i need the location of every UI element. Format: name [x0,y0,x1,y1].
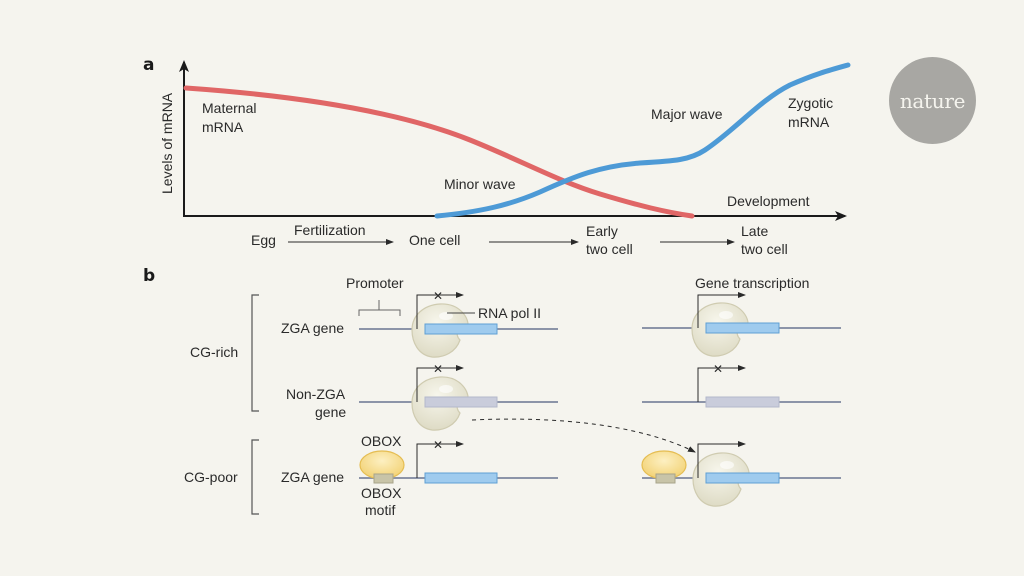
stage-late-two-cell-line2: two cell [741,241,788,257]
tss-arrow-active [697,441,746,478]
promoter-bracket [358,300,401,316]
y-axis-label: Levels of mRNA [159,92,175,194]
tss-arrow-blocked [697,365,746,402]
obox-motif-label-line1: OBOX [361,485,402,501]
zga-gene-label-2: ZGA gene [281,469,344,485]
gene-transcription-label: Gene transcription [695,275,809,291]
zygotic-mrna-curve [434,62,851,219]
cg-rich-bracket [251,294,259,412]
maternal-label-line2: mRNA [202,119,244,135]
zga-gene-block [424,323,498,335]
obox-motif [655,473,676,484]
tss-arrow-blocked [416,365,464,402]
non-zga-gene-block [424,396,498,408]
tss-arrow-active [697,292,746,328]
promoter-label: Promoter [346,275,404,291]
blocked-x-icon: ✕ [433,438,443,452]
major-wave-label: Major wave [651,106,723,122]
nature-logo-text: nature [899,88,966,113]
non-zga-gene-block [705,396,780,408]
cg-poor-label: CG-poor [184,469,238,485]
x-axis-label: Development [727,193,810,209]
zga-gene-block [424,472,498,484]
tss-arrow-blocked [416,441,464,478]
stage-one-cell: One cell [409,232,460,248]
blocked-x-icon: ✕ [713,362,723,376]
cg-rich-label: CG-rich [190,344,238,360]
cg-poor-bracket [251,439,259,515]
maternal-mrna-curve [183,85,695,219]
maternal-label-line1: Maternal [202,100,256,116]
obox-motif-label-line2: motif [365,502,395,518]
non-zga-label-line2: gene [315,404,346,420]
zygotic-label-line1: Zygotic [788,95,833,111]
blocked-x-icon: ✕ [433,362,443,376]
nature-logo: nature [889,57,976,144]
stage-early-two-cell-line1: Early [586,223,618,239]
zga-gene-block [705,322,780,334]
blocked-x-icon: ✕ [433,289,443,303]
rna-pol-ii-label: RNA pol II [478,305,541,321]
obox-label: OBOX [361,433,402,449]
panel-a-label: a [143,55,154,75]
obox-motif [373,473,394,484]
non-zga-label-line1: Non-ZGA [286,386,346,402]
stage-late-two-cell-line1: Late [741,223,768,239]
panel-b-label: b [143,266,155,286]
zygotic-label-line2: mRNA [788,114,830,130]
recruitment-arrow [471,418,696,453]
fertilization-label: Fertilization [294,222,366,238]
stage-egg: Egg [251,232,276,248]
stage-early-two-cell-line2: two cell [586,241,633,257]
zga-gene-block [705,472,780,484]
minor-wave-label: Minor wave [444,176,516,192]
tss-arrow-blocked [416,292,464,329]
zga-gene-label-1: ZGA gene [281,320,344,336]
